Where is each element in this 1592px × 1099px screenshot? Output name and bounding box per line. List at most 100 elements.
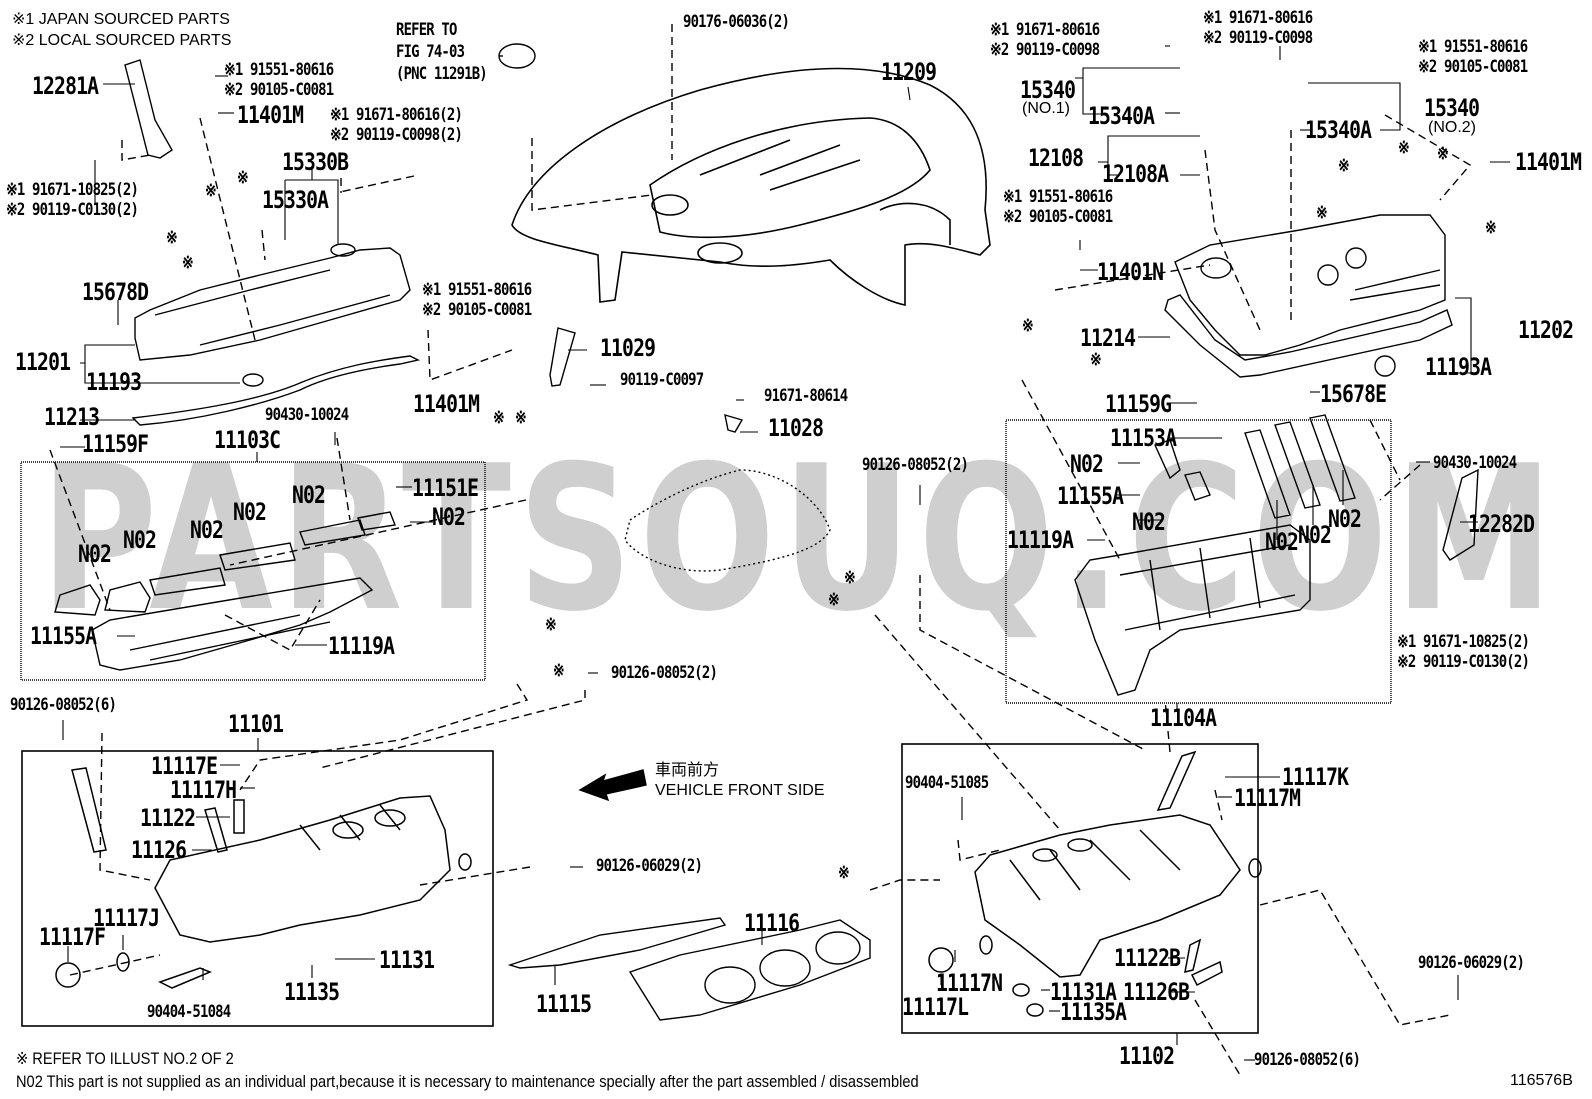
part-label-15330A[interactable]: 15330A [262,186,329,214]
clip-11028 [724,414,744,433]
box-11103c [20,461,486,681]
refer-line-3[interactable]: (PNC 11291B) [396,64,488,84]
part-label-11117N[interactable]: 11117N [936,969,1003,997]
part-label-11202[interactable]: 11202 [1518,316,1574,344]
part-label-11131[interactable]: 11131 [379,946,435,974]
part-label-11209[interactable]: 11209 [881,58,937,86]
refer-mark: ※ [1090,350,1102,370]
part-label-90126-08052-2-a[interactable]: 90126-08052(2) [862,455,969,475]
part-label-11193A[interactable]: 11193A [1425,353,1492,381]
part-label-11122B[interactable]: 11122B [1114,944,1181,972]
part-label-11103C[interactable]: 11103C [214,426,281,454]
fastener-pair-a[interactable]: ※1 91551-80616※2 90105-C0081 [224,60,334,100]
part-label-15678D[interactable]: 15678D [82,278,149,306]
part-label-90126-06029-b[interactable]: 90126-06029(2) [1418,953,1525,973]
part-label-11155A-b[interactable]: 11155A [1057,482,1124,510]
refer-mark: ※ [515,408,527,428]
refer-line-2[interactable]: FIG 74-03 [396,42,465,62]
part-label-11117J[interactable]: 11117J [93,904,160,932]
part-label-90126-06029-a[interactable]: 90126-06029(2) [596,856,703,876]
fastener-pair-b[interactable]: ※1 91671-80616(2)※2 90119-C0098(2) [330,105,463,145]
part-label-11135A[interactable]: 11135A [1060,998,1127,1026]
part-label-90430-10024-a[interactable]: 90430-10024 [265,405,349,425]
part-label-11117L[interactable]: 11117L [902,993,969,1021]
legend-japan-sourced: ※1 JAPAN SOURCED PARTS [12,11,230,28]
part-label-11213[interactable]: 11213 [44,403,100,431]
part-label-90126-08052-2-b[interactable]: 90126-08052(2) [611,663,718,683]
part-label-12108[interactable]: 12108 [1028,144,1084,172]
part-label-11401M-b[interactable]: 11401M [413,390,480,418]
part-label-11201[interactable]: 11201 [15,348,71,376]
valve-cover-11201 [131,243,421,426]
part-label-n02: N02 [1132,508,1166,536]
part-label-90126-08052-6-a[interactable]: 90126-08052(6) [10,695,117,715]
part-label-90430-10024-b[interactable]: 90430-10024 [1433,453,1517,473]
part-label-15340A-2[interactable]: 15340A [1305,116,1372,144]
part-label-11117K[interactable]: 11117K [1282,763,1349,791]
part-label-11401N[interactable]: 11401N [1097,258,1164,286]
part-label-11155A-a[interactable]: 11155A [30,622,97,650]
fastener-pair-g[interactable]: ※1 91551-80616※2 90105-C0081 [1418,37,1528,77]
part-label-11122[interactable]: 11122 [140,804,196,832]
part-label-15340A-1[interactable]: 15340A [1088,102,1155,130]
pair-h-line1: ※1 91551-80616 [1003,187,1113,207]
fastener-pair-i[interactable]: ※1 91671-10825(2)※2 90119-C0130(2) [1397,632,1530,672]
head-gasket-11115 [507,917,727,969]
part-label-91671-80614[interactable]: 91671-80614 [764,386,848,406]
part-label-90119-C0097[interactable]: 90119-C0097 [620,370,704,390]
part-label-11126[interactable]: 11126 [131,836,187,864]
part-label-11126B[interactable]: 11126B [1123,978,1190,1006]
part-label-11151E[interactable]: 11151E [412,474,479,502]
part-label-90126-08052-6-b[interactable]: 90126-08052(6) [1254,1050,1361,1070]
part-label-11131A[interactable]: 11131A [1050,978,1117,1006]
part-label-11101[interactable]: 11101 [228,710,284,738]
pair-f-line2: ※2 90119-C0098 [1203,28,1313,48]
part-label-11119A-b[interactable]: 11119A [1007,526,1074,554]
fastener-pair-h[interactable]: ※1 91551-80616※2 90105-C0081 [1003,187,1113,227]
part-label-11401M-a[interactable]: 11401M [237,101,304,129]
part-label-12108A[interactable]: 12108A [1102,160,1169,188]
pair-b-line1: ※1 91671-80616(2) [330,105,463,125]
part-label-11117E[interactable]: 11117E [151,752,218,780]
part-label-12282D[interactable]: 12282D [1468,510,1535,538]
part-label-11028[interactable]: 11028 [768,414,824,442]
pair-g-line1: ※1 91551-80616 [1418,37,1528,57]
pair-f-line1: ※1 91671-80616 [1203,8,1313,28]
footer-n02-note: N02 This part is not supplied as an indi… [16,1072,919,1091]
fastener-pair-e[interactable]: ※1 91671-80616※2 90119-C0098 [990,20,1100,60]
part-label-12281A[interactable]: 12281A [32,72,99,100]
part-label-11117F[interactable]: 11117F [39,923,106,951]
part-label-11029[interactable]: 11029 [600,334,656,362]
emblem-icon [498,43,536,69]
part-label-11193[interactable]: 11193 [86,368,142,396]
label-leaders [60,45,1510,1061]
part-label-15340-no2[interactable]: 15340 [1424,94,1480,122]
part-label-90176-06036[interactable]: 90176-06036(2) [683,12,790,32]
part-label-15678E[interactable]: 15678E [1320,380,1387,408]
fastener-pair-d[interactable]: ※1 91551-80616※2 90105-C0081 [422,280,532,320]
part-label-11102[interactable]: 11102 [1119,1042,1175,1070]
fastener-pair-f[interactable]: ※1 91671-80616※2 90119-C0098 [1203,8,1313,48]
part-label-15330B[interactable]: 15330B [282,148,349,176]
part-label-11135[interactable]: 11135 [284,978,340,1006]
part-label-90404-51085[interactable]: 90404-51085 [905,773,989,793]
part-label-11159G[interactable]: 11159G [1105,390,1172,418]
part-label-90404-51084[interactable]: 90404-51084 [147,1002,231,1022]
part-label-11117H[interactable]: 11117H [170,776,237,804]
part-label-11214[interactable]: 11214 [1080,324,1136,352]
fastener-pair-c[interactable]: ※1 91671-10825(2)※2 90119-C0130(2) [6,180,139,220]
part-label-11119A-a[interactable]: 11119A [328,632,395,660]
bracket-12281A [124,59,173,159]
part-label-11153A[interactable]: 11153A [1110,424,1177,452]
part-label-11116[interactable]: 11116 [744,909,800,937]
refer-mark: ※ [1485,218,1497,238]
part-label-11115[interactable]: 11115 [536,990,592,1018]
part-label-11104A[interactable]: 11104A [1150,704,1217,732]
refer-mark: ※ [1437,144,1449,164]
part-label-15340-no1[interactable]: 15340 [1020,76,1076,104]
pair-d-line1: ※1 91551-80616 [422,280,532,300]
part-label-11117M[interactable]: 11117M [1234,784,1301,812]
part-label-11159F[interactable]: 11159F [82,430,149,458]
part-label-n02: N02 [123,526,157,554]
part-label-11401M-c[interactable]: 11401M [1515,148,1582,176]
